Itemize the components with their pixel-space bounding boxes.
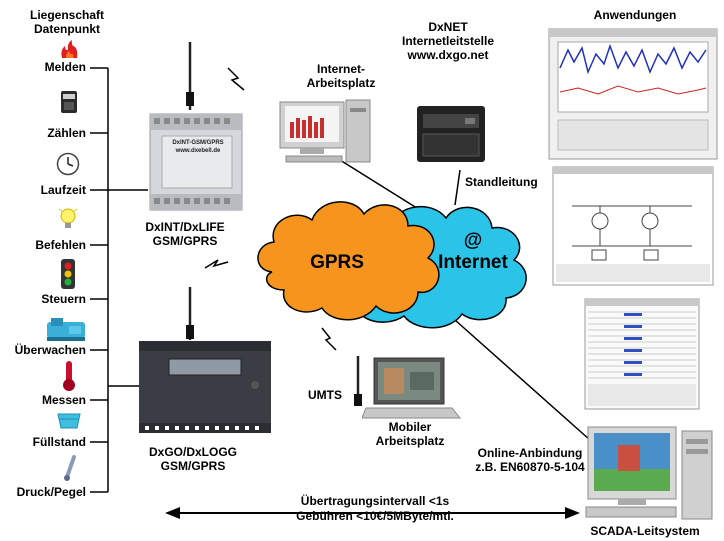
pump-icon bbox=[47, 318, 85, 341]
title-line1: Liegenschaft bbox=[29, 8, 104, 22]
internet-workstation-line1: Internet- bbox=[317, 62, 365, 76]
lightbulb-icon bbox=[58, 208, 78, 228]
mobile-workstation-line1: Mobiler bbox=[388, 420, 432, 434]
item-steuern: Steuern bbox=[41, 292, 86, 306]
app-screenshot-data-table bbox=[584, 298, 700, 410]
app-screenshot-trend-chart bbox=[548, 28, 718, 160]
internet-workstation-label: Internet- Arbeitsplatz bbox=[296, 62, 386, 90]
traffic-light-icon bbox=[61, 259, 75, 289]
gprs-cloud bbox=[257, 201, 440, 321]
panel-text-line2: www.dxebell.de bbox=[175, 148, 221, 154]
online-link-line2: z.B. EN60870-5-104 bbox=[475, 460, 585, 474]
transfer-fees: Gebühren <10€/5MByte/mtl. bbox=[296, 509, 454, 523]
at-symbol: @ bbox=[463, 230, 483, 251]
gprs-cloud-label: GPRS bbox=[310, 252, 364, 273]
mobile-workstation-line2: Arbeitsplatz bbox=[375, 434, 445, 448]
clouds bbox=[257, 201, 527, 329]
dxgo-name-line1: DxGO/DxLOGG bbox=[148, 445, 237, 459]
scada-computer-icon bbox=[585, 426, 713, 520]
dxint-device bbox=[149, 42, 243, 211]
item-fuellstand: Füllstand bbox=[32, 435, 86, 449]
dxint-panel-text: DxINT-GSM/GPRS www.dxebell.de bbox=[160, 139, 236, 155]
transfer-arrow bbox=[165, 507, 580, 519]
title-line2: Datenpunkt bbox=[34, 22, 100, 36]
item-druck-pegel: Druck/Pegel bbox=[16, 485, 86, 499]
control-center-line3: www.dxgo.net bbox=[407, 48, 489, 62]
internet-text: Internet bbox=[438, 252, 508, 273]
transfer-interval: Übertragungsintervall <1s bbox=[300, 494, 450, 508]
clock-icon bbox=[56, 152, 80, 176]
dxgo-label: DxGO/DxLOGG GSM/GPRS bbox=[138, 445, 248, 473]
online-link-label: Online-Anbindung z.B. EN60870-5-104 bbox=[470, 446, 590, 474]
item-zaehlen: Zählen bbox=[47, 126, 86, 140]
transfer-label: Übertragungsintervall <1s Gebühren <10€/… bbox=[250, 494, 500, 524]
mobile-workstation-label: Mobiler Arbeitsplatz bbox=[350, 420, 470, 448]
control-center-label: DxNET Internetleitstelle www.dxgo.net bbox=[398, 20, 498, 62]
fire-icon bbox=[61, 40, 78, 58]
scada-label: SCADA-Leitsystem bbox=[590, 524, 700, 538]
panel-text-line1: DxINT-GSM/GPRS bbox=[172, 140, 224, 146]
dxint-name-line1: DxINT/DxLIFE bbox=[145, 220, 225, 234]
item-melden: Melden bbox=[44, 60, 86, 74]
internet-workstation-line2: Arbeitsplatz bbox=[306, 76, 376, 90]
dxgo-name-line2: GSM/GPRS bbox=[160, 459, 226, 473]
meter-icon bbox=[61, 91, 77, 113]
tank-icon bbox=[57, 413, 81, 429]
internet-cloud-label: @ Internet bbox=[418, 230, 528, 274]
item-messen: Messen bbox=[41, 393, 86, 407]
item-ueberwachen: Überwachen bbox=[14, 343, 86, 357]
desktop-computer-icon bbox=[279, 99, 371, 163]
dxint-label: DxINT/DxLIFE GSM/GPRS bbox=[130, 220, 240, 248]
umts-label: UMTS bbox=[308, 388, 342, 402]
standleitung-label: Standleitung bbox=[465, 175, 538, 189]
antenna-icon bbox=[354, 356, 362, 406]
online-link-line1: Online-Anbindung bbox=[477, 446, 583, 460]
control-center-line1: DxNET bbox=[428, 20, 468, 34]
app-screenshot-schematic bbox=[552, 166, 714, 286]
thermometer-icon bbox=[63, 361, 75, 391]
pressure-sensor-icon bbox=[64, 455, 76, 481]
laptop-icon bbox=[362, 357, 462, 419]
applications-title: Anwendungen bbox=[593, 8, 677, 22]
dxint-name-line2: GSM/GPRS bbox=[152, 234, 218, 248]
item-befehlen: Befehlen bbox=[35, 238, 86, 252]
item-laufzeit: Laufzeit bbox=[40, 183, 86, 197]
control-center-line2: Internetleitstelle bbox=[401, 34, 495, 48]
server-icon bbox=[417, 106, 485, 162]
dxgo-device bbox=[139, 287, 271, 433]
left-panel-title: Liegenschaft Datenpunkt bbox=[22, 8, 112, 36]
